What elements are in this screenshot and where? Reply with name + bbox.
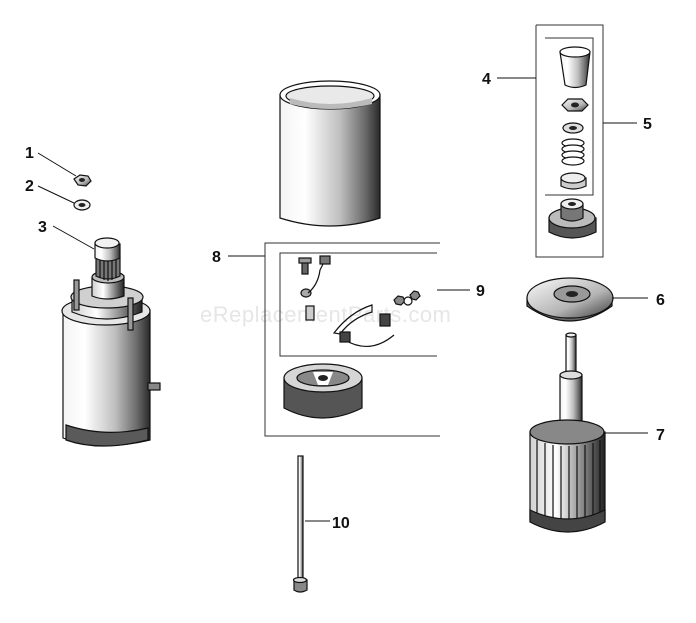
callout-9: 9: [476, 283, 485, 300]
part-1-nut: [73, 174, 92, 187]
callout-2: 2: [25, 178, 34, 195]
callout-8: 8: [212, 249, 221, 266]
part-7-armature: [529, 332, 606, 533]
brush-kit-box: [264, 242, 440, 437]
frame-tube: [279, 80, 381, 227]
part-2-washer: [73, 199, 91, 211]
part-6-end-cap: [526, 277, 614, 322]
callout-7: 7: [656, 427, 665, 444]
watermark-text: eReplacementParts.com: [200, 302, 451, 327]
callout-10: 10: [332, 515, 350, 532]
leader-lines: [37, 77, 648, 522]
part-10-through-bolt: [292, 455, 308, 593]
callout-5: 5: [643, 116, 652, 133]
part-3-starter-motor: [61, 237, 161, 447]
spring: [561, 138, 585, 166]
callout-6: 6: [656, 292, 665, 309]
callout-4: 4: [482, 71, 491, 88]
pinion-kit-box: [535, 24, 604, 258]
callout-1: 1: [25, 145, 34, 162]
callout-3: 3: [38, 219, 47, 236]
